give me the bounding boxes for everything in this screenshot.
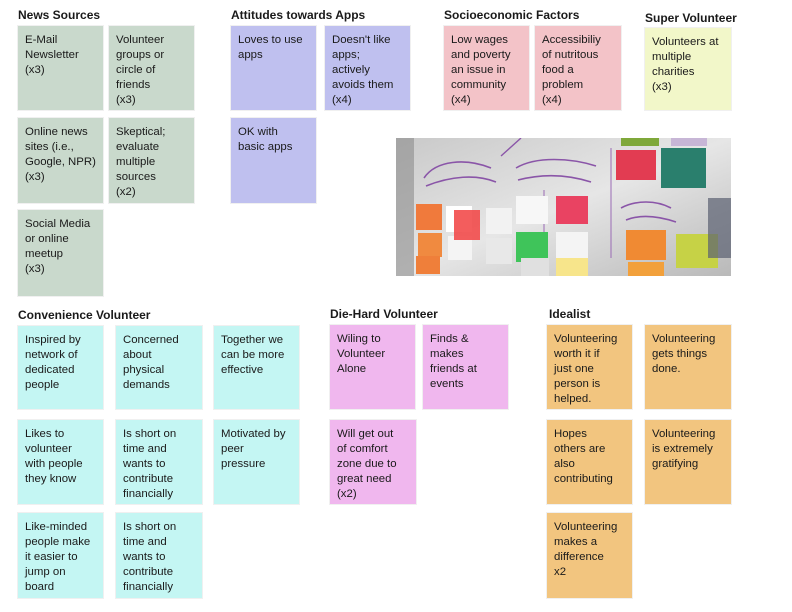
heading-idealist: Idealist: [549, 307, 591, 321]
sticky-note-news-online[interactable]: Online news sites (i.e., Google, NPR) (x…: [18, 118, 103, 203]
sticky-note-apps-avoids[interactable]: Doesn't like apps; actively avoids them …: [325, 26, 410, 110]
sticky-note-conv-short-time-2[interactable]: Is short on time and wants to contribute…: [116, 513, 202, 598]
sticky-note-ideal-hopes[interactable]: Hopes others are also contributing: [547, 420, 632, 504]
sticky-note-conv-together[interactable]: Together we can be more effective: [214, 326, 299, 409]
heading-socioeconomic: Socioeconomic Factors: [444, 8, 580, 22]
sticky-note-news-social[interactable]: Social Media or online meetup (x3): [18, 210, 103, 296]
sticky-note-conv-physical[interactable]: Concerned about physical demands: [116, 326, 202, 409]
sticky-note-ideal-difference[interactable]: Volunteering makes a difference x2: [547, 513, 632, 598]
sticky-note-conv-network[interactable]: Inspired by network of dedicated people: [18, 326, 103, 409]
sticky-note-die-alone[interactable]: Wiling to Volunteer Alone: [330, 325, 415, 409]
sticky-note-socio-food[interactable]: Accessibiliy of nutritous food a problem…: [535, 26, 621, 110]
heading-convenience-volunteer: Convenience Volunteer: [18, 308, 151, 322]
sticky-note-conv-short-time-1[interactable]: Is short on time and wants to contribute…: [116, 420, 202, 504]
sticky-note-conv-likes[interactable]: Likes to volunteer with people they know: [18, 420, 103, 504]
sticky-note-die-comfort[interactable]: Will get out of comfort zone due to grea…: [330, 420, 416, 504]
sticky-note-ideal-done[interactable]: Volunteering gets things done.: [645, 325, 731, 409]
sticky-note-news-skeptical[interactable]: Skeptical; evaluate multiple sources (x2…: [109, 118, 194, 203]
heading-die-hard-volunteer: Die-Hard Volunteer: [330, 307, 438, 321]
sticky-note-conv-peer[interactable]: Motivated by peer pressure: [214, 420, 299, 504]
heading-super-volunteer: Super Volunteer: [645, 11, 737, 25]
sticky-note-ideal-worth[interactable]: Volunteering worth it if just one person…: [547, 325, 632, 409]
sticky-note-apps-ok[interactable]: OK with basic apps: [231, 118, 316, 203]
sticky-note-apps-loves[interactable]: Loves to use apps: [231, 26, 316, 110]
sticky-note-conv-likeminded[interactable]: Like-minded people make it easier to jum…: [18, 513, 103, 598]
heading-attitudes-apps: Attitudes towards Apps: [231, 8, 366, 22]
sticky-note-news-email[interactable]: E-Mail Newsletter (x3): [18, 26, 103, 110]
sticky-note-super-multiple[interactable]: Volunteers at multiple charities (x3): [645, 28, 731, 110]
sticky-note-ideal-gratifying[interactable]: Volunteering is extremely gratifying: [645, 420, 731, 504]
sticky-note-socio-wages[interactable]: Low wages and poverty an issue in commun…: [444, 26, 529, 110]
sticky-note-news-groups[interactable]: Volunteer groups or circle of friends (x…: [109, 26, 194, 110]
whiteboard-photo: [396, 138, 731, 276]
heading-news-sources: News Sources: [18, 8, 101, 22]
sticky-note-die-friends[interactable]: Finds & makes friends at events: [423, 325, 508, 409]
